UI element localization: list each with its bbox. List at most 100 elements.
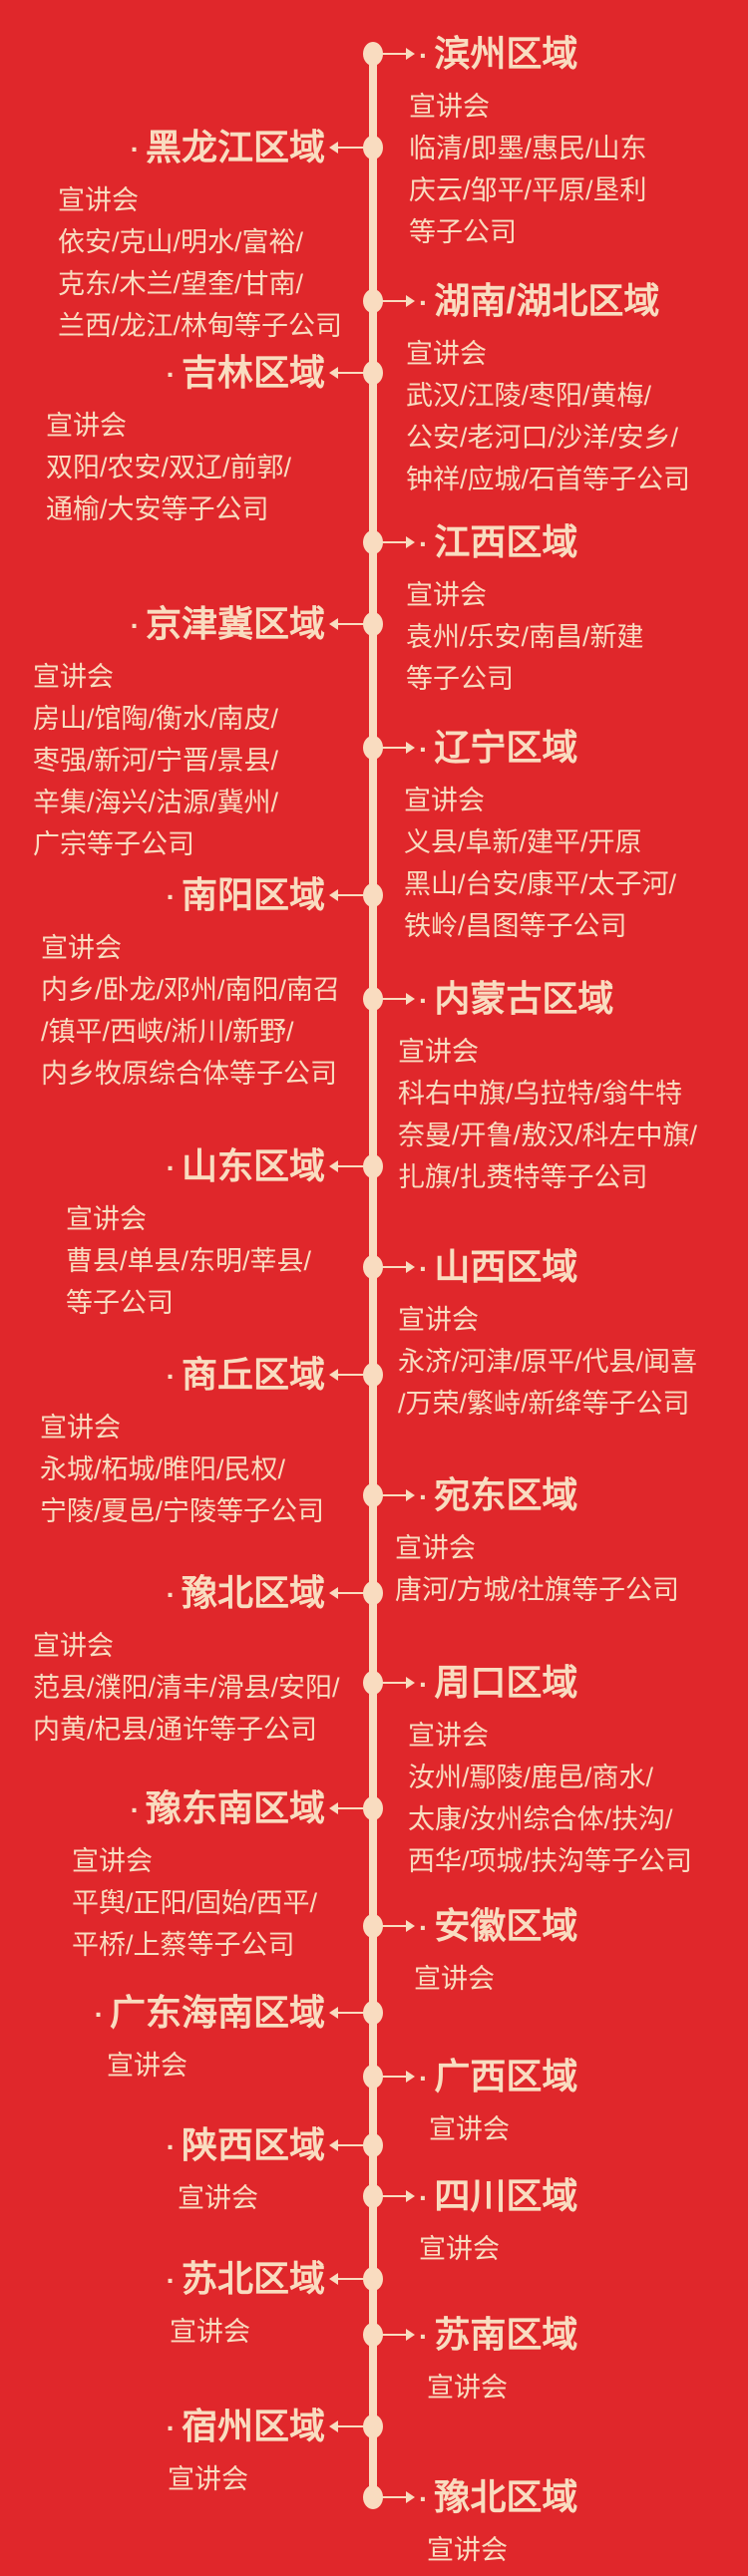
region-details: 宣讲会永城/柘城/睢阳/民权/宁陵/夏邑/宁陵等子公司: [40, 1407, 324, 1532]
bullet-icon: ·: [166, 1579, 176, 1611]
timeline-node: [363, 1363, 383, 1387]
arrow-left-icon: [329, 142, 367, 154]
region-name: 安徽区域: [434, 1905, 578, 1946]
region-details: 宣讲会: [427, 2367, 508, 2409]
bullet-icon: ·: [419, 2182, 429, 2214]
region-name: 宿州区域: [181, 2406, 325, 2446]
timeline-node: [363, 1581, 383, 1605]
arrow-right-icon: [377, 2491, 415, 2503]
timeline-node: [363, 2184, 383, 2208]
timeline-node: [363, 2001, 383, 2025]
region-details: 宣讲会: [178, 2177, 258, 2219]
region-title: ·山东区域: [167, 1144, 325, 1190]
timeline-node: [363, 2267, 383, 2291]
event-label: 宣讲会: [409, 92, 490, 122]
bullet-icon: ·: [130, 610, 140, 642]
region-name: 滨州区域: [434, 33, 578, 74]
arrow-left-icon: [329, 2007, 367, 2019]
bullet-icon: ·: [130, 134, 140, 165]
region-title: ·山西区域: [419, 1245, 577, 1291]
region-name: 周口区域: [434, 1662, 578, 1703]
timeline-node: [363, 1154, 383, 1178]
subsidiary-list-line: 枣强/新河/宁晋/景县/: [33, 746, 279, 776]
bullet-icon: ·: [419, 985, 429, 1017]
arrow-left-icon: [329, 1802, 367, 1814]
region-title: ·苏北区域: [167, 2257, 325, 2303]
event-label: 宣讲会: [170, 2317, 250, 2347]
region-title: ·内蒙古区域: [419, 977, 613, 1023]
region-details: 宣讲会平舆/正阳/固始/西平/平桥/上蔡等子公司: [72, 1840, 317, 1966]
timeline-node: [363, 1796, 383, 1820]
bullet-icon: ·: [166, 359, 176, 391]
timeline-node: [363, 1483, 383, 1507]
timeline-node: [363, 530, 383, 554]
arrow-right-icon: [377, 742, 415, 754]
region-title: ·安徽区域: [419, 1904, 577, 1950]
timeline-node: [363, 1255, 383, 1279]
event-label: 宣讲会: [72, 1846, 153, 1876]
arrow-left-icon: [329, 2420, 367, 2432]
event-label: 宣讲会: [414, 1964, 495, 1994]
timeline-node: [363, 1671, 383, 1695]
timeline-node: [363, 1914, 383, 1938]
subsidiary-list-line: 等子公司: [66, 1288, 174, 1318]
region-details: 宣讲会科右中旗/乌拉特/翁牛特奈曼/开鲁/敖汉/科左中旗/扎旗/扎赉特等子公司: [398, 1031, 697, 1198]
region-title: ·辽宁区域: [419, 726, 577, 772]
region-title: ·黑龙江区域: [131, 126, 325, 171]
event-label: 宣讲会: [178, 2183, 258, 2213]
subsidiary-list-line: /万荣/繁峙/新绛等子公司: [398, 1389, 690, 1419]
bullet-icon: ·: [419, 2321, 429, 2353]
arrow-left-icon: [329, 367, 367, 379]
subsidiary-list-line: 临清/即墨/惠民/山东: [409, 134, 647, 163]
event-label: 宣讲会: [107, 2051, 187, 2081]
region-details: 宣讲会: [170, 2311, 250, 2353]
subsidiary-list-line: 辛集/海兴/沽源/冀州/: [33, 788, 279, 817]
event-label: 宣讲会: [406, 339, 487, 369]
event-label: 宣讲会: [419, 2234, 500, 2264]
region-name: 黑龙江区域: [145, 127, 325, 167]
arrow-left-icon: [329, 618, 367, 630]
timeline-node: [363, 883, 383, 907]
region-details: 宣讲会内乡/卧龙/邓州/南阳/南召/镇平/西峡/淅川/新野/内乡牧原综合体等子公…: [41, 927, 340, 1095]
bullet-icon: ·: [419, 1912, 429, 1944]
timeline-node: [363, 736, 383, 760]
subsidiary-list-line: 袁州/乐安/南昌/新建: [406, 622, 644, 652]
region-name: 苏南区域: [434, 2314, 578, 2355]
subsidiary-list-line: 铁岭/昌图等子公司: [404, 911, 627, 941]
arrow-right-icon: [377, 1920, 415, 1932]
arrow-left-icon: [329, 2273, 367, 2285]
region-title: ·南阳区域: [167, 873, 325, 919]
event-label: 宣讲会: [168, 2464, 248, 2494]
region-name: 山西区域: [434, 1246, 578, 1287]
subsidiary-list-line: 义县/阜新/建平/开原: [404, 827, 642, 857]
subsidiary-list-line: 依安/克山/明水/富裕/: [58, 227, 304, 257]
bullet-icon: ·: [166, 2131, 176, 2163]
region-details: 宣讲会: [427, 2529, 508, 2571]
arrow-right-icon: [377, 536, 415, 548]
region-title: ·商丘区域: [167, 1353, 325, 1399]
region-details: 宣讲会袁州/乐安/南昌/新建等子公司: [406, 574, 644, 700]
event-label: 宣讲会: [427, 2535, 508, 2565]
timeline-node: [363, 361, 383, 385]
bullet-icon: ·: [419, 1253, 429, 1285]
region-title: ·湖南/湖北区域: [419, 279, 659, 325]
bullet-icon: ·: [419, 1481, 429, 1513]
event-label: 宣讲会: [395, 1533, 476, 1563]
region-title: ·宿州区域: [167, 2405, 325, 2450]
subsidiary-list-line: 黑山/台安/康平/太子河/: [404, 869, 677, 899]
region-details: 宣讲会依安/克山/明水/富裕/克东/木兰/望奎/甘南/兰西/龙江/林甸等子公司: [58, 179, 342, 347]
bullet-icon: ·: [94, 1999, 104, 2031]
arrow-right-icon: [377, 295, 415, 307]
region-name: 宛东区域: [434, 1474, 578, 1515]
subsidiary-list-line: 内黄/杞县/通许等子公司: [33, 1715, 318, 1745]
region-details: 宣讲会: [168, 2458, 248, 2500]
region-title: ·苏南区域: [419, 2313, 577, 2359]
subsidiary-list-line: 平舆/正阳/固始/西平/: [72, 1888, 318, 1918]
region-name: 山东区域: [181, 1145, 325, 1186]
event-label: 宣讲会: [46, 411, 127, 441]
arrow-left-icon: [329, 1369, 367, 1381]
region-title: ·宛东区域: [419, 1473, 577, 1519]
arrow-right-icon: [377, 2071, 415, 2083]
subsidiary-list-line: 宁陵/夏邑/宁陵等子公司: [40, 1496, 325, 1526]
event-label: 宣讲会: [33, 662, 114, 692]
